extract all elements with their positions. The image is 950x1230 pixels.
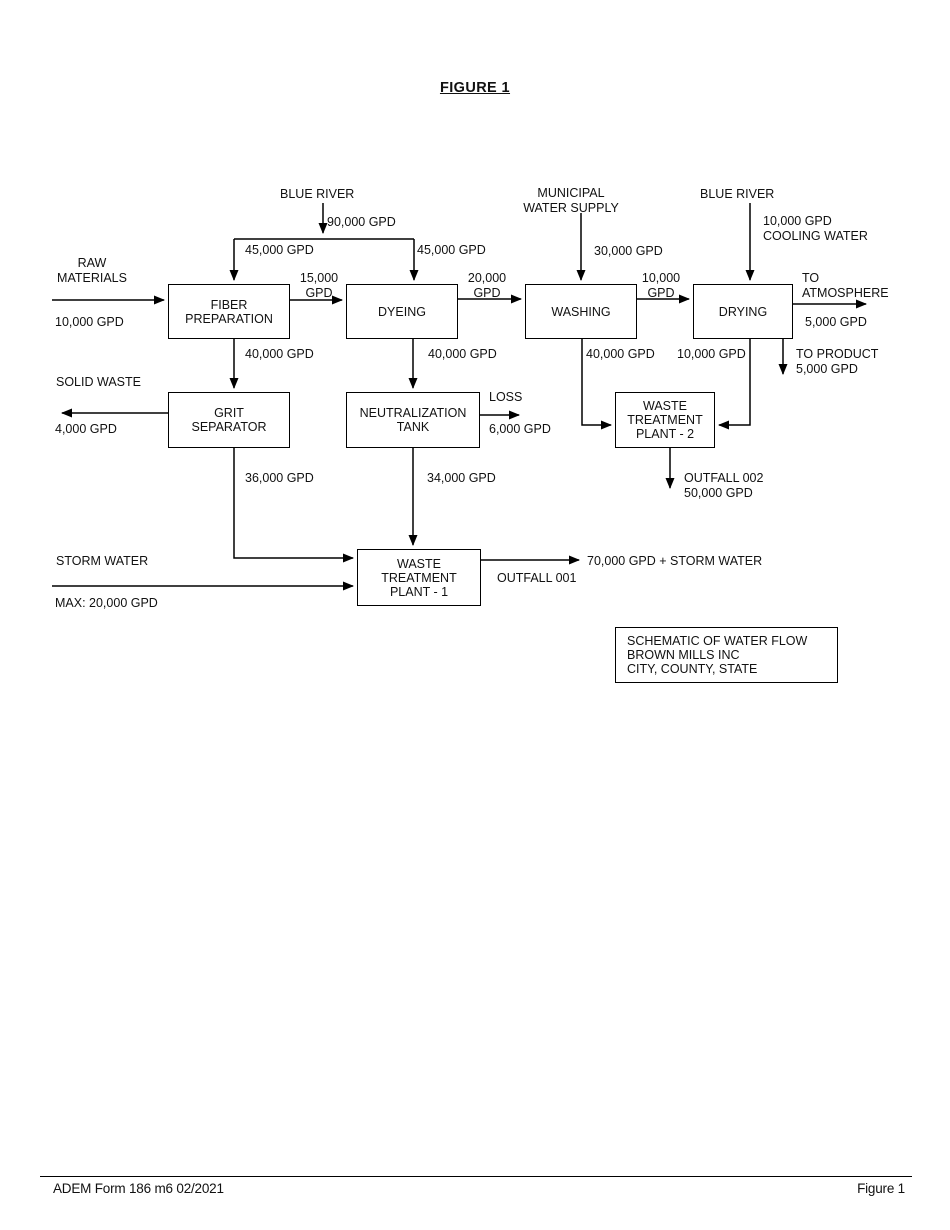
label-flow-6000: 6,000 GPD <box>489 422 551 436</box>
label-outfall-002: OUTFALL 002 50,000 GPD <box>684 471 764 500</box>
process-box-drying: DRYING <box>693 284 793 339</box>
label-to-product: TO PRODUCT 5,000 GPD <box>796 347 879 376</box>
label-storm-water-max: MAX: 20,000 GPD <box>55 596 158 610</box>
figure-title-row: FIGURE 1 <box>0 79 950 97</box>
footer-figure-number: Figure 1 <box>857 1181 905 1196</box>
arrow-grit-to-wtp1 <box>233 448 354 563</box>
footer-form-number: ADEM Form 186 m6 02/2021 <box>53 1181 224 1196</box>
figure-title: FIGURE 1 <box>439 80 511 96</box>
process-box-dyeing: DYEING <box>346 284 458 339</box>
label-to-atmosphere: TO ATMOSPHERE <box>802 271 889 300</box>
label-municipal-water: MUNICIPAL WATER SUPPLY <box>523 186 619 215</box>
label-blue-river-left: BLUE RIVER <box>280 187 355 201</box>
label-flow-40000-fiber: 40,000 GPD <box>245 347 314 361</box>
label-solid-waste: SOLID WASTE <box>56 375 141 389</box>
label-flow-70000-storm: 70,000 GPD + STORM WATER <box>587 554 763 568</box>
label-blue-river-right: BLUE RIVER <box>700 187 775 201</box>
label-flow-90000: 90,000 GPD <box>327 215 396 229</box>
label-raw-materials: RAW MATERIALS <box>57 256 127 285</box>
label-flow-30000: 30,000 GPD <box>594 244 663 258</box>
process-box-fiber-preparation: FIBER PREPARATION <box>168 284 290 339</box>
label-flow-40000-dyeing: 40,000 GPD <box>428 347 497 361</box>
process-box-waste-treatment-plant-2: WASTE TREATMENT PLANT - 2 <box>615 392 715 448</box>
label-flow-4000: 4,000 GPD <box>55 422 117 436</box>
caption-box: SCHEMATIC OF WATER FLOW BROWN MILLS INC … <box>615 627 838 683</box>
label-flow-34000: 34,000 GPD <box>427 471 496 485</box>
process-box-neutralization-tank: NEUTRALIZATION TANK <box>346 392 480 448</box>
label-loss: LOSS <box>489 390 523 404</box>
label-flow-40000-washing: 40,000 GPD <box>586 347 655 361</box>
label-storm-water: STORM WATER <box>56 554 149 568</box>
label-flow-10000-drying: 10,000 GPD <box>677 347 746 361</box>
label-outfall-001: OUTFALL 001 <box>497 571 577 585</box>
label-flow-45000-left: 45,000 GPD <box>245 243 314 257</box>
footer-rule <box>40 1176 912 1177</box>
label-flow-15000: 15,000 GPD <box>299 271 339 300</box>
label-cooling-water: 10,000 GPD COOLING WATER <box>763 214 868 243</box>
label-flow-5000-atm: 5,000 GPD <box>805 315 867 329</box>
process-box-grit-separator: GRIT SEPARATOR <box>168 392 290 448</box>
arrow-drying-to-wtp2 <box>718 339 751 430</box>
arrow-washing-to-wtp2 <box>581 339 612 430</box>
process-box-washing: WASHING <box>525 284 637 339</box>
label-flow-45000-right: 45,000 GPD <box>417 243 486 257</box>
label-flow-36000: 36,000 GPD <box>245 471 314 485</box>
label-flow-20000: 20,000 GPD <box>467 271 507 300</box>
label-flow-10000-wash: 10,000 GPD <box>641 271 681 300</box>
process-box-waste-treatment-plant-1: WASTE TREATMENT PLANT - 1 <box>357 549 481 606</box>
label-flow-10000-raw: 10,000 GPD <box>55 315 124 329</box>
